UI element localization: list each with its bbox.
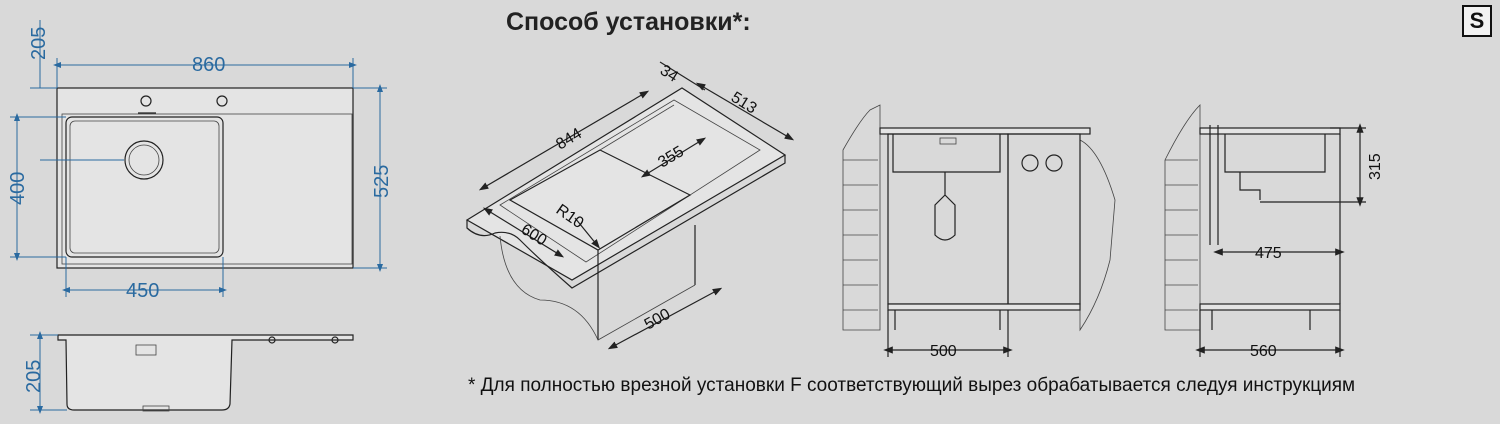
dim-iso-depth: 513 [728, 89, 760, 118]
drainboard-outline [61, 113, 353, 265]
dim-cabinet-iso: 500 [642, 306, 674, 334]
page-title: Способ установки*: [506, 8, 751, 36]
dim-cabinet-1: 500 [930, 343, 957, 360]
dim-height-2: 315 [1367, 153, 1384, 180]
bowl-inner [69, 120, 220, 254]
tap-hole-icon [216, 95, 228, 107]
sink-outline [56, 87, 354, 269]
top-view: 860 205 400 525 450 [7, 20, 393, 302]
dim-width: 860 [192, 54, 225, 76]
install-view-1: 500 [842, 104, 1116, 360]
dim-depth: 205 [23, 360, 45, 393]
side-view: 205 [23, 331, 354, 414]
bowl-outline [65, 116, 224, 258]
dim-bowl-width: 450 [126, 280, 159, 302]
dim-total-height: 525 [371, 165, 393, 198]
install-type-badge: S [1462, 5, 1492, 37]
dim-offset: 205 [28, 27, 50, 60]
drain-icon [124, 140, 164, 180]
iso-view: 844 34 513 355 R10 600 500 [465, 61, 795, 350]
dim-cabinet-2: 560 [1250, 343, 1277, 360]
dim-edge: 34 [657, 62, 681, 86]
tap-hole-icon [140, 95, 152, 107]
footnote: * Для полностью врезной установки F соот… [468, 375, 1356, 396]
dim-length: 844 [553, 125, 585, 153]
install-view-2: 315 475 560 [1164, 104, 1384, 360]
dim-drain-2: 475 [1255, 245, 1282, 262]
dim-bowl-height: 400 [7, 172, 29, 205]
